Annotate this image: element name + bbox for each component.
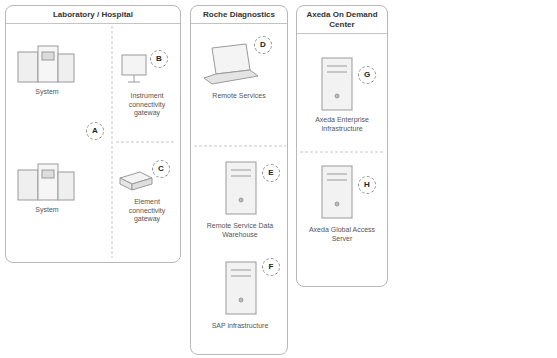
callout-letter: H <box>364 181 370 189</box>
callout-letter: B <box>156 55 162 63</box>
callout-letter: G <box>364 71 370 79</box>
caption-label: Element connectivity gateway <box>116 198 178 224</box>
callout-letter: A <box>92 127 98 135</box>
group-panel: Axeda On Demand CenterG H <box>296 5 388 287</box>
caption-label: System <box>18 206 76 215</box>
caption-label: Axeda Enterprise Infrastructure <box>300 116 384 133</box>
callout-circle: E <box>262 164 280 182</box>
gateway-icon <box>122 55 146 82</box>
callout-letter: D <box>260 41 266 49</box>
server-icon <box>322 58 352 110</box>
gateway-icon <box>120 172 152 190</box>
caption-label: System <box>18 88 76 97</box>
callout-circle: H <box>358 176 376 194</box>
callout-circle: A <box>86 122 104 140</box>
caption-label: Instrument connectivity gateway <box>116 92 178 118</box>
callout-letter: C <box>158 165 164 173</box>
caption-label: SAP infrastructure <box>200 322 280 331</box>
server-icon <box>226 262 256 314</box>
callout-circle: D <box>254 36 272 54</box>
callout-circle: F <box>262 258 280 276</box>
callout-circle: C <box>152 160 170 178</box>
panel-title: Axeda On Demand Center <box>297 6 387 34</box>
server-icon <box>322 166 352 218</box>
panel-title: Roche Diagnostics <box>191 6 287 24</box>
laptop-icon <box>204 44 258 84</box>
instrument-icon <box>18 46 74 82</box>
group-panel: Laboratory / HospitalA B C <box>5 5 181 263</box>
server-icon <box>226 162 256 214</box>
callout-circle: G <box>358 66 376 84</box>
caption-label: Axeda Global Access Server <box>300 226 384 243</box>
group-panel: Roche DiagnosticsD E F <box>190 5 288 355</box>
callout-letter: F <box>269 263 274 271</box>
caption-label: Remote Services <box>196 92 282 101</box>
callout-letter: E <box>268 169 273 177</box>
caption-label: Remote Service Data Warehouse <box>200 222 280 239</box>
instrument-icon <box>18 164 74 200</box>
panel-title: Laboratory / Hospital <box>6 6 180 24</box>
callout-circle: B <box>150 50 168 68</box>
